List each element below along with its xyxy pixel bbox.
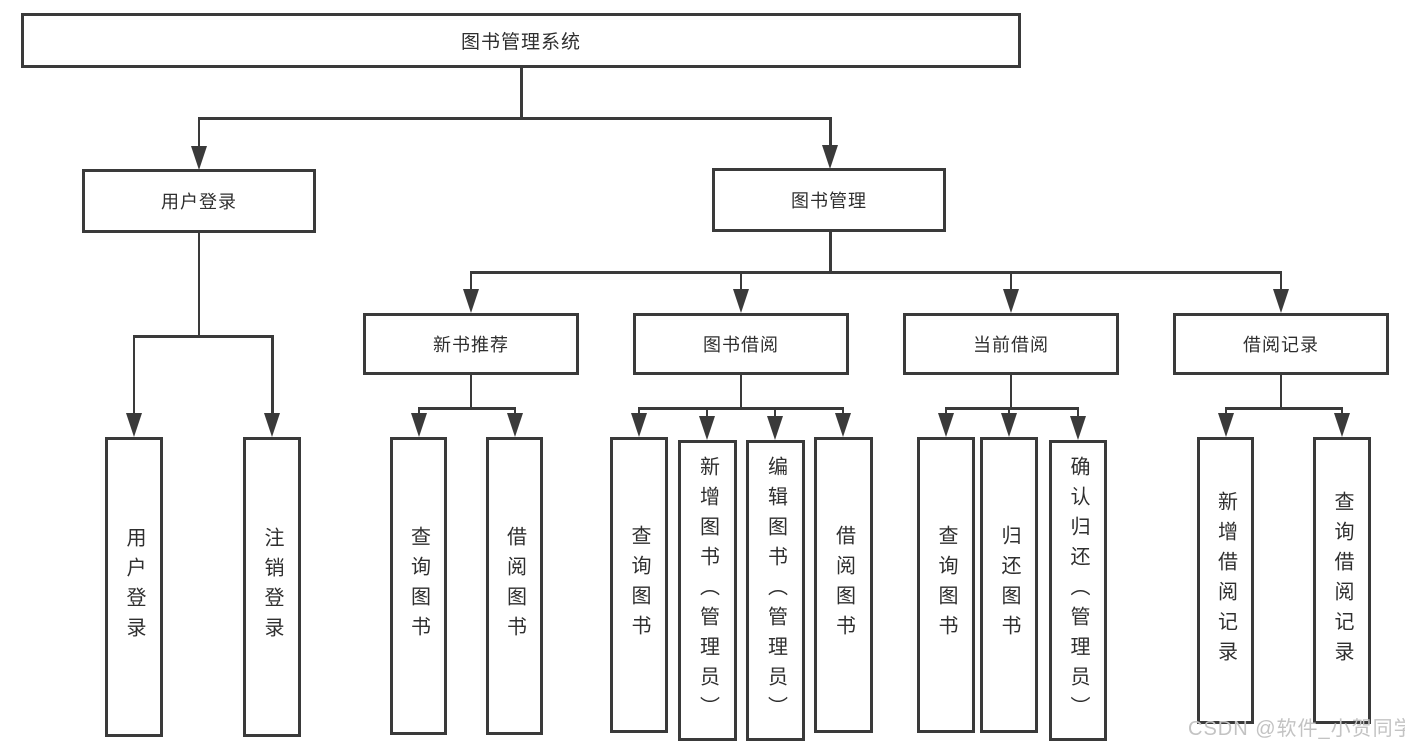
- node-borrowing-records: 借阅记录: [1173, 313, 1389, 375]
- arrowhead-down-icon: [1273, 289, 1289, 313]
- connector-line: [132, 335, 135, 415]
- connector-line: [841, 407, 845, 416]
- connector-line: [513, 407, 517, 416]
- connector-line: [1279, 271, 1283, 293]
- arrowhead-down-icon: [767, 416, 783, 440]
- connector-line: [417, 407, 517, 410]
- node-label: 图书借阅: [703, 335, 779, 355]
- arrowhead-down-icon: [1334, 413, 1350, 437]
- connector-line: [520, 67, 523, 119]
- connector-line: [739, 375, 743, 409]
- leaf-label: 确认归还（管理员）: [1067, 455, 1089, 726]
- leaf-user-login: 用户登录: [105, 437, 163, 737]
- connector-line: [1009, 271, 1013, 293]
- connector-line: [1224, 407, 1228, 416]
- connector-line: [1279, 375, 1283, 409]
- arrowhead-down-icon: [1001, 413, 1017, 437]
- leaf-logout: 注销登录: [243, 437, 301, 737]
- arrowhead-down-icon: [631, 413, 647, 437]
- connector-line: [197, 117, 200, 149]
- connector-line: [197, 117, 832, 120]
- connector-line: [739, 271, 743, 293]
- arrowhead-down-icon: [699, 416, 715, 440]
- connector-line: [1224, 407, 1344, 410]
- leaf-label: 注销登录: [261, 527, 283, 647]
- connector-line: [469, 271, 473, 293]
- connector-line: [829, 232, 832, 273]
- watermark: CSDN @软件_小贺同学: [1188, 718, 1405, 740]
- leaf-label: 用户登录: [123, 527, 145, 647]
- leaf-label: 借阅图书: [832, 525, 855, 645]
- leaf-query-borrow-record: 查询借阅记录: [1313, 437, 1371, 724]
- leaf-query-books: 查询图书: [917, 437, 975, 733]
- leaf-label: 借阅图书: [503, 526, 526, 646]
- arrowhead-down-icon: [411, 413, 427, 437]
- leaf-label: 查询图书: [407, 526, 430, 646]
- leaf-query-books: 查询图书: [610, 437, 668, 733]
- leaf-return-books: 归还图书: [980, 437, 1038, 733]
- connector-line: [773, 407, 777, 419]
- leaf-add-books-admin: 新增图书（管理员）: [678, 440, 737, 741]
- leaf-label: 查询借阅记录: [1331, 490, 1353, 671]
- connector-line: [417, 407, 421, 416]
- connector-line: [1340, 407, 1344, 416]
- leaf-label: 新增借阅记录: [1214, 490, 1237, 671]
- node-label: 新书推荐: [433, 335, 509, 355]
- arrowhead-down-icon: [1070, 416, 1086, 440]
- connector-line: [197, 233, 200, 337]
- connector-line: [1007, 407, 1011, 416]
- leaf-edit-books-admin: 编辑图书（管理员）: [746, 440, 805, 741]
- leaf-label: 编辑图书（管理员）: [764, 455, 787, 726]
- arrowhead-down-icon: [822, 145, 838, 169]
- leaf-label: 查询图书: [935, 525, 957, 645]
- arrowhead-down-icon: [938, 413, 954, 437]
- arrowhead-down-icon: [507, 413, 523, 437]
- node-user-login: 用户登录: [82, 169, 316, 233]
- leaf-label: 查询图书: [628, 525, 650, 645]
- arrowhead-down-icon: [1218, 413, 1234, 437]
- arrowhead-down-icon: [1003, 289, 1019, 313]
- arrowhead-down-icon: [835, 413, 851, 437]
- arrowhead-down-icon: [264, 413, 280, 437]
- node-label: 用户登录: [161, 192, 237, 212]
- arrowhead-down-icon: [191, 146, 207, 170]
- arrowhead-down-icon: [126, 413, 142, 437]
- leaf-query-books: 查询图书: [390, 437, 447, 735]
- connector-line: [705, 407, 709, 419]
- leaf-borrow-books: 借阅图书: [486, 437, 543, 735]
- connector-line: [1009, 375, 1013, 409]
- arrowhead-down-icon: [463, 289, 479, 313]
- leaf-add-borrow-record: 新增借阅记录: [1197, 437, 1254, 724]
- connector-line: [469, 375, 473, 409]
- leaf-confirm-return-admin: 确认归还（管理员）: [1049, 440, 1107, 741]
- connector-line: [132, 335, 274, 338]
- node-book-management: 图书管理: [712, 168, 946, 232]
- leaf-label: 归还图书: [998, 525, 1020, 645]
- node-current-borrowing: 当前借阅: [903, 313, 1119, 375]
- node-label: 当前借阅: [973, 335, 1049, 355]
- leaf-label: 新增图书（管理员）: [696, 455, 719, 726]
- node-label: 借阅记录: [1243, 335, 1319, 355]
- node-label: 图书管理系统: [460, 32, 581, 53]
- connector-line: [637, 407, 845, 410]
- connector-line: [829, 117, 832, 149]
- connector-line: [1076, 407, 1080, 419]
- arrowhead-down-icon: [733, 289, 749, 313]
- node-label: 图书管理: [791, 191, 867, 211]
- node-library-management-system: 图书管理系统: [21, 13, 1021, 68]
- leaf-borrow-books: 借阅图书: [814, 437, 873, 733]
- connector-line: [469, 271, 1282, 274]
- node-new-book-recommendation: 新书推荐: [363, 313, 579, 375]
- connector-line: [637, 407, 641, 416]
- connector-line: [271, 335, 274, 415]
- connector-line: [944, 407, 1080, 410]
- connector-line: [944, 407, 948, 416]
- node-book-borrowing: 图书借阅: [633, 313, 849, 375]
